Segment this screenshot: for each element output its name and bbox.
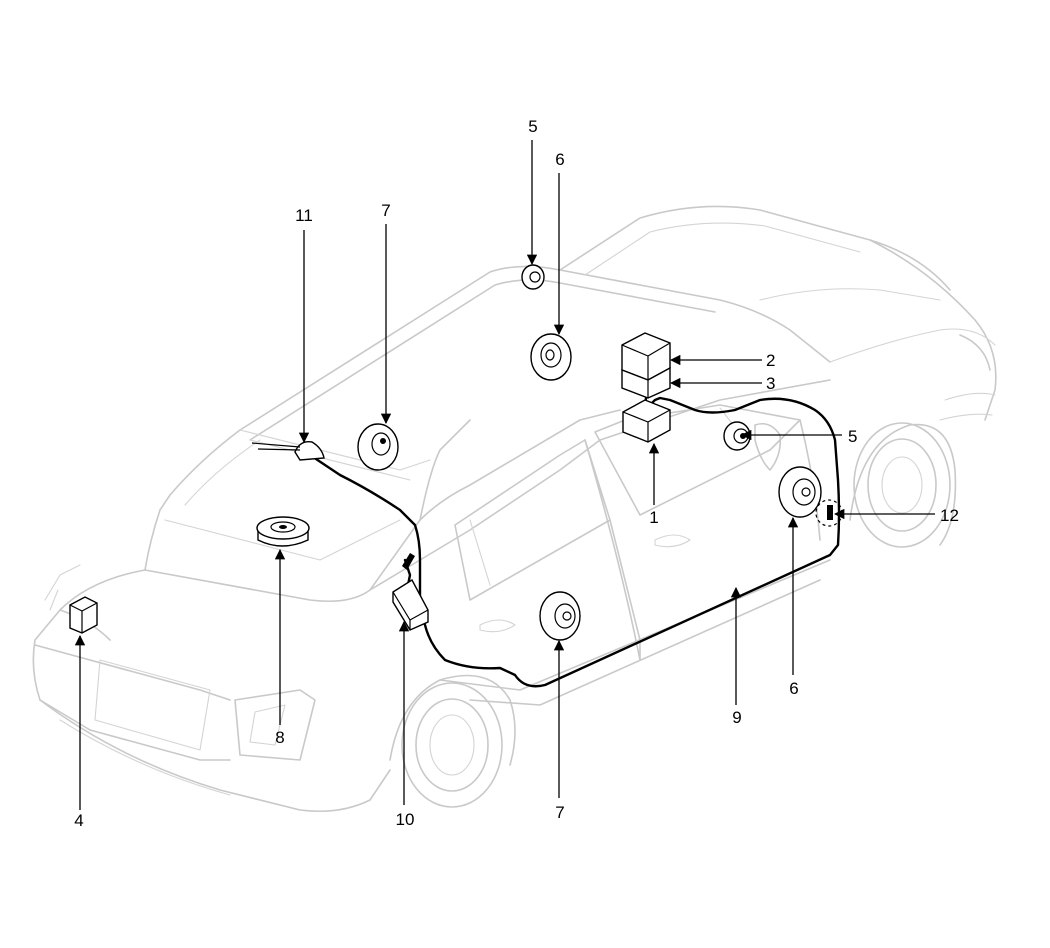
callout-9: 9 bbox=[732, 708, 741, 727]
callout-labels: 1 2 3 4 5 5 6 6 7 7 8 9 10 11 12 bbox=[74, 117, 959, 830]
rear-module-box bbox=[69, 596, 98, 634]
front-door-speaker bbox=[778, 466, 822, 518]
callout-7-door: 7 bbox=[555, 803, 564, 822]
audio-head-unit bbox=[622, 399, 671, 443]
subwoofer-speaker bbox=[256, 516, 310, 547]
callout-5-door: 5 bbox=[848, 427, 857, 446]
tweeter-speaker-front-door bbox=[723, 421, 751, 451]
callout-1: 1 bbox=[649, 508, 658, 527]
callout-12: 12 bbox=[940, 506, 959, 525]
callout-2: 2 bbox=[766, 351, 775, 370]
callout-6-door: 6 bbox=[789, 679, 798, 698]
callout-11: 11 bbox=[295, 206, 313, 225]
rear-door-speaker-upper bbox=[357, 423, 399, 471]
wiring-harness bbox=[308, 396, 841, 688]
callout-5-upper: 5 bbox=[528, 117, 537, 136]
callout-4: 4 bbox=[74, 811, 83, 830]
callout-10: 10 bbox=[396, 810, 415, 829]
callout-3: 3 bbox=[766, 374, 775, 393]
callout-6-upper: 6 bbox=[555, 150, 564, 169]
audio-stack-unit bbox=[621, 332, 671, 399]
car-body-outline bbox=[32, 205, 997, 813]
rear-door-speaker bbox=[539, 591, 581, 641]
callout-7-upper: 7 bbox=[381, 201, 390, 220]
tweeter-speaker-upper bbox=[521, 264, 545, 290]
door-speaker-upper bbox=[530, 333, 572, 381]
leader-lines bbox=[74, 140, 935, 810]
amplifier-unit bbox=[392, 553, 429, 631]
callout-8: 8 bbox=[275, 728, 284, 747]
roof-antenna bbox=[251, 441, 325, 461]
